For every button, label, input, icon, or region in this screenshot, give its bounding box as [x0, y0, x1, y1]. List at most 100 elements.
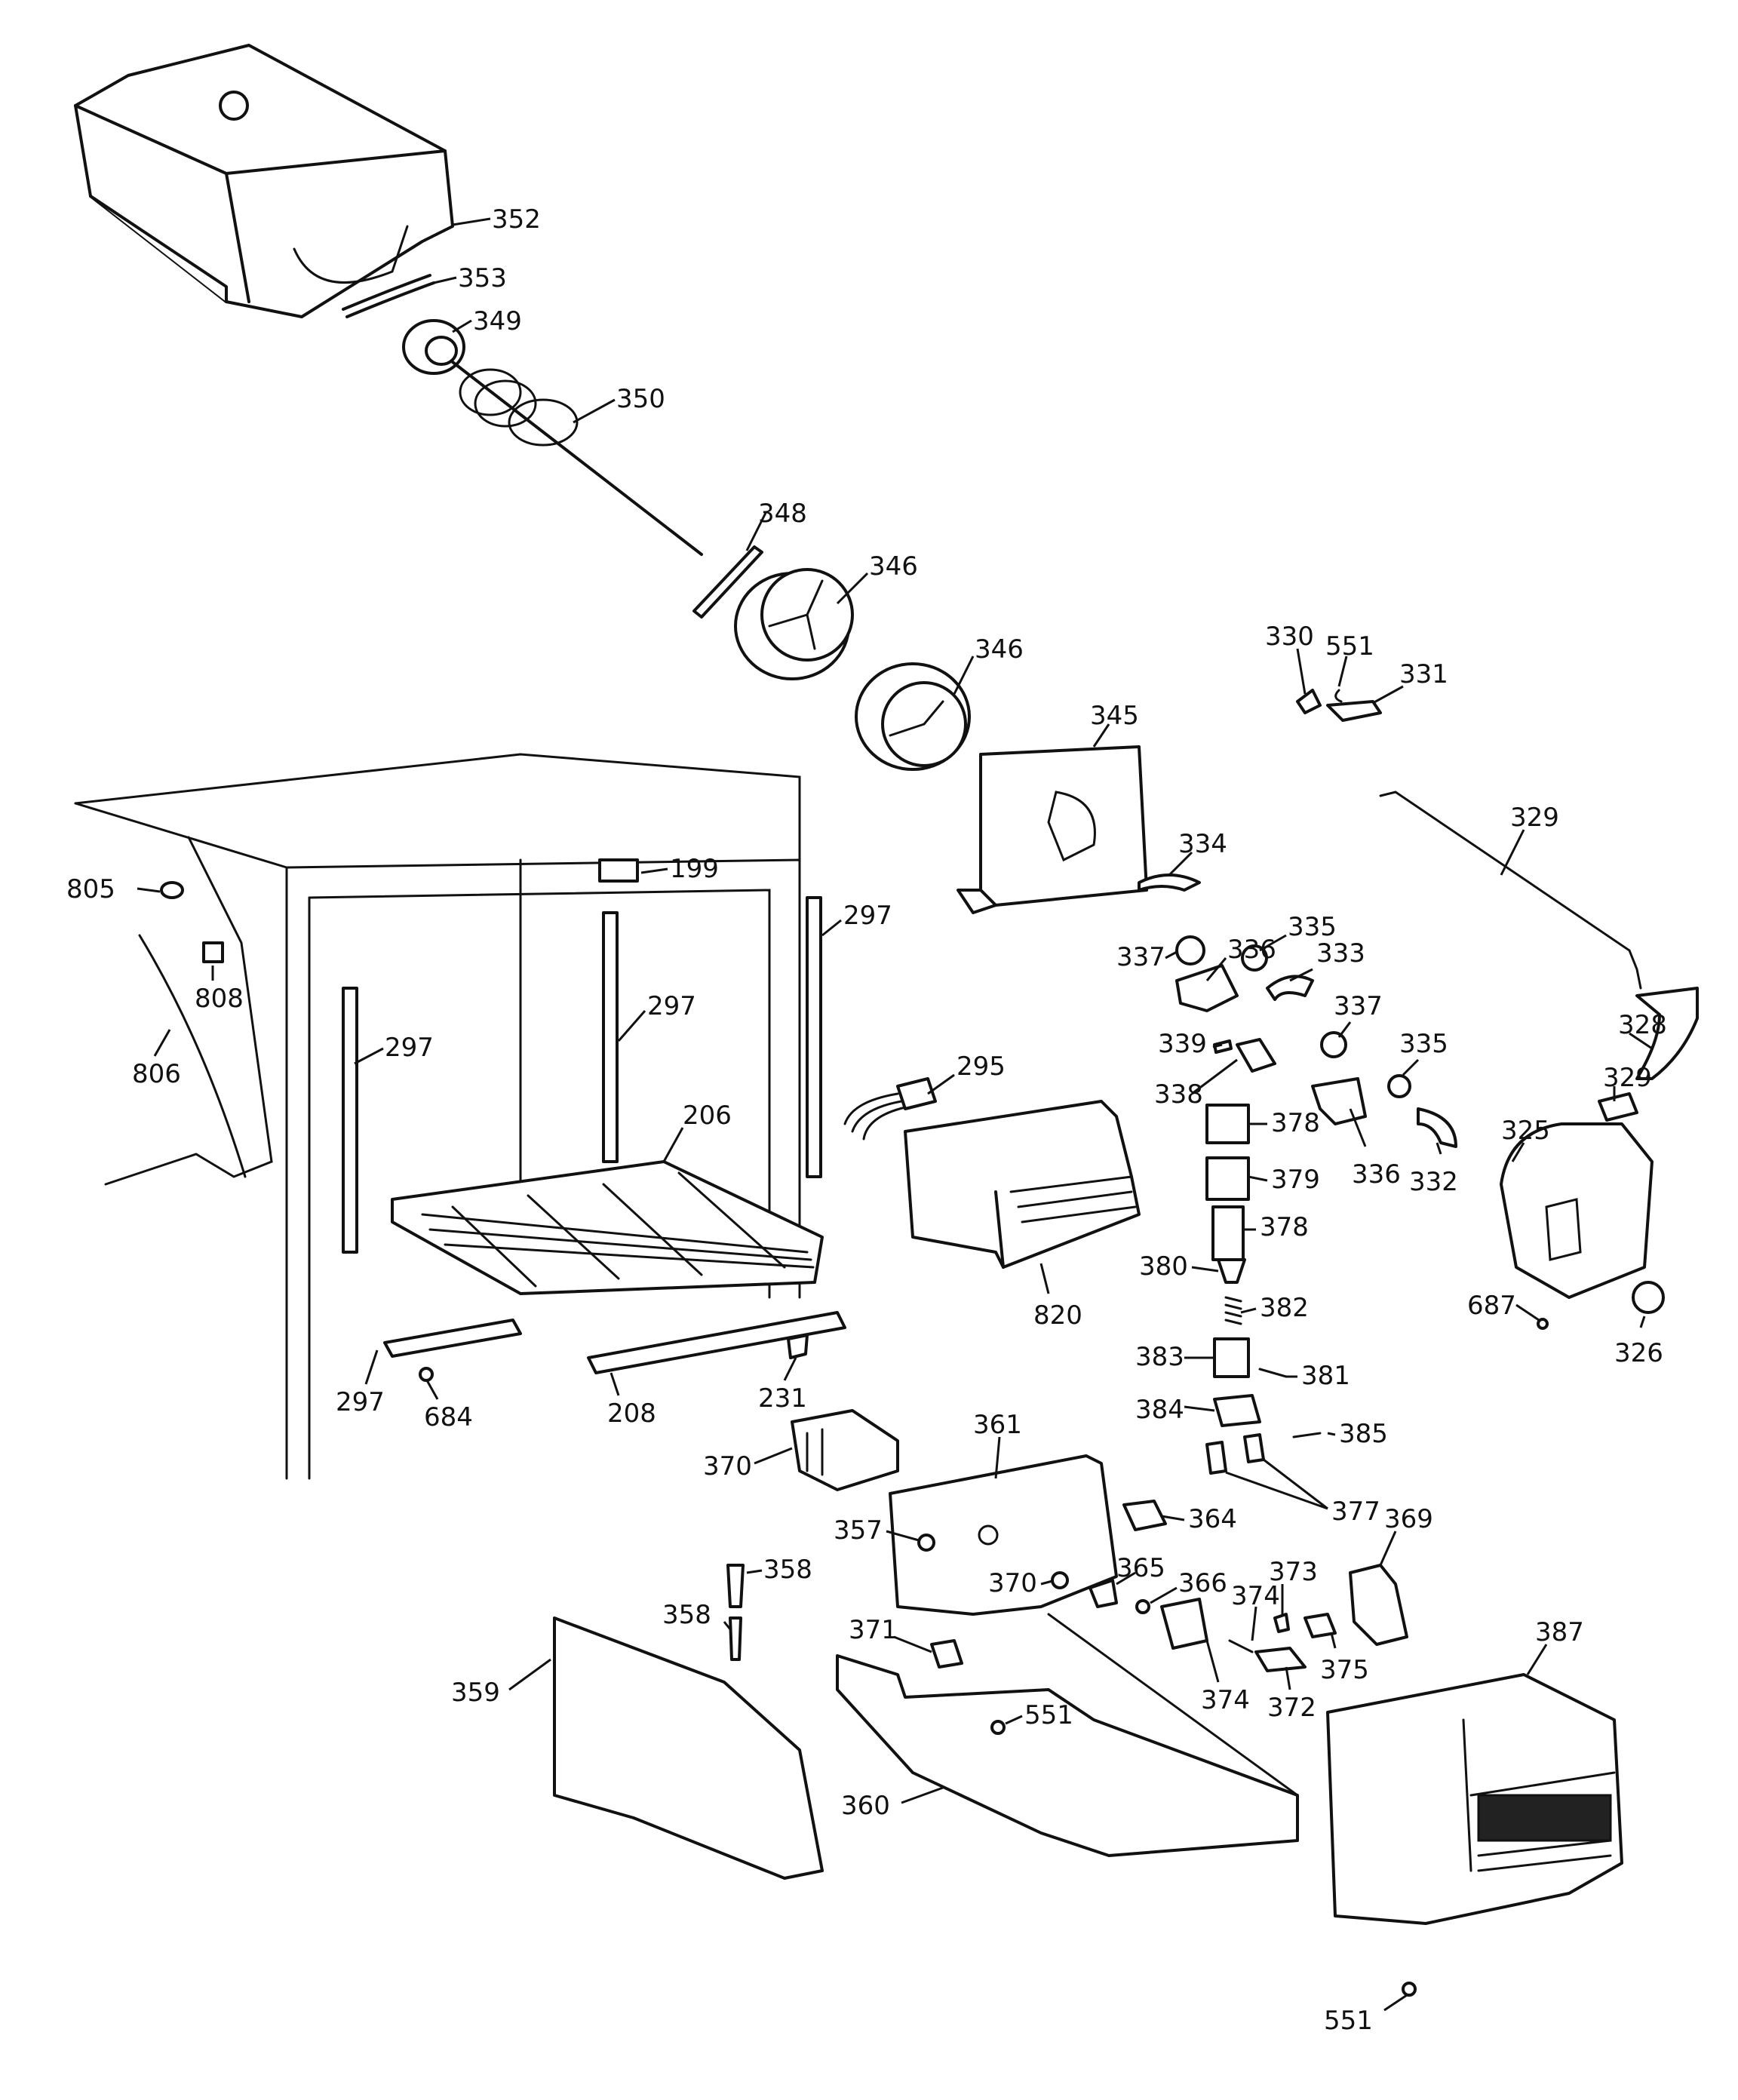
leader-lines	[137, 217, 1653, 2012]
callout-360: 360	[841, 1791, 890, 1821]
callout-349: 349	[473, 306, 522, 336]
callout-370a: 370	[703, 1451, 752, 1481]
callout-366: 366	[1178, 1568, 1227, 1598]
screw-684	[419, 1367, 434, 1382]
part-373	[1273, 1613, 1290, 1633]
callout-378a: 378	[1271, 1108, 1320, 1138]
gear-336b	[1311, 1077, 1367, 1125]
cam-333	[1266, 975, 1314, 1001]
crusher-housing-346a	[734, 568, 854, 680]
knob-326	[1632, 1281, 1665, 1314]
bushing-335a	[1241, 944, 1268, 972]
callout-336a: 336	[1227, 935, 1276, 965]
callout-336b: 336	[1352, 1159, 1401, 1190]
callout-206: 206	[683, 1101, 732, 1131]
clip-377b	[1243, 1433, 1265, 1463]
screw-358b	[729, 1616, 742, 1661]
light-199	[598, 858, 639, 883]
callout-329b: 329	[1603, 1063, 1652, 1093]
callout-297d: 297	[336, 1387, 385, 1417]
callout-380: 380	[1139, 1251, 1188, 1282]
callout-374b: 374	[1201, 1685, 1250, 1715]
callout-375: 375	[1320, 1655, 1369, 1685]
callout-348: 348	[758, 499, 807, 529]
callout-357: 357	[834, 1515, 883, 1546]
screw-357	[917, 1534, 935, 1552]
callout-385: 385	[1339, 1419, 1388, 1449]
callout-325: 325	[1501, 1116, 1550, 1146]
callout-358b: 358	[662, 1600, 711, 1630]
actuator-328	[1635, 987, 1699, 1080]
callout-358a: 358	[763, 1555, 812, 1585]
callout-231: 231	[758, 1383, 807, 1414]
callout-369: 369	[1384, 1504, 1433, 1534]
shelf-206	[391, 1160, 824, 1295]
gear-336a	[1175, 964, 1239, 1012]
callout-381: 381	[1301, 1361, 1350, 1391]
callout-684: 684	[424, 1402, 473, 1432]
front-cover-387	[1326, 1673, 1623, 1925]
callout-383: 383	[1135, 1342, 1184, 1372]
pin-339	[1213, 1039, 1233, 1054]
tray-360	[836, 1613, 1299, 1857]
callout-365: 365	[1116, 1553, 1165, 1583]
callout-820: 820	[1033, 1300, 1082, 1331]
callout-374a: 374	[1231, 1581, 1280, 1611]
wire-harness-295	[843, 1077, 937, 1141]
callout-379: 379	[1271, 1165, 1320, 1195]
callout-339: 339	[1158, 1029, 1207, 1059]
callout-333: 333	[1316, 938, 1365, 969]
bushing-335b	[1387, 1074, 1411, 1098]
bracket-338	[1236, 1038, 1276, 1073]
callout-364: 364	[1188, 1504, 1237, 1534]
callout-334: 334	[1178, 829, 1227, 859]
tube-378b	[1211, 1205, 1245, 1261]
callout-346a: 346	[869, 551, 918, 582]
shelf-rail-208	[587, 1311, 846, 1374]
icemaker-820	[904, 1100, 1141, 1269]
screw-551b	[990, 1720, 1006, 1735]
screw-551c	[1402, 1982, 1417, 1997]
knob-375	[1304, 1613, 1337, 1638]
callout-337b: 337	[1334, 991, 1383, 1021]
callout-387: 387	[1535, 1617, 1584, 1647]
callout-551b: 551	[1024, 1700, 1073, 1730]
bucket-spring-353	[342, 274, 435, 318]
callout-295: 295	[957, 1052, 1006, 1082]
screw-687	[1537, 1318, 1549, 1330]
auger-350	[451, 361, 703, 556]
pin-381	[1258, 1368, 1288, 1378]
callout-377: 377	[1331, 1497, 1380, 1527]
part-365	[1089, 1579, 1118, 1608]
callout-199: 199	[670, 854, 719, 884]
switch-378a	[1205, 1104, 1250, 1144]
callout-371: 371	[849, 1615, 898, 1645]
auger-assembly-349	[402, 319, 465, 375]
callout-335b: 335	[1399, 1029, 1448, 1059]
grommet-805	[160, 881, 184, 899]
callout-806: 806	[132, 1059, 181, 1089]
callout-345: 345	[1090, 701, 1139, 731]
callout-378b: 378	[1260, 1212, 1309, 1242]
callout-352: 352	[492, 204, 541, 235]
cabinet-outline	[74, 753, 801, 1480]
callout-335a: 335	[1288, 912, 1337, 942]
rail-297a	[342, 987, 358, 1254]
spring-330	[1296, 689, 1322, 714]
callout-328: 328	[1618, 1010, 1667, 1040]
callout-359: 359	[451, 1678, 500, 1708]
callout-805: 805	[66, 874, 115, 904]
blade-348	[692, 545, 763, 619]
crusher-housing-346b	[855, 662, 971, 771]
lever-331	[1326, 700, 1382, 722]
callout-208: 208	[607, 1398, 656, 1429]
bushing-337b	[1320, 1031, 1347, 1058]
callout-372: 372	[1267, 1693, 1316, 1723]
callout-329a: 329	[1510, 803, 1559, 833]
motor-370a	[791, 1409, 899, 1491]
motor-cover-325	[1500, 1122, 1654, 1299]
bushing-337a	[1175, 935, 1205, 966]
bracket-369	[1349, 1564, 1408, 1646]
callout-384: 384	[1135, 1395, 1184, 1425]
callout-326: 326	[1614, 1338, 1663, 1368]
